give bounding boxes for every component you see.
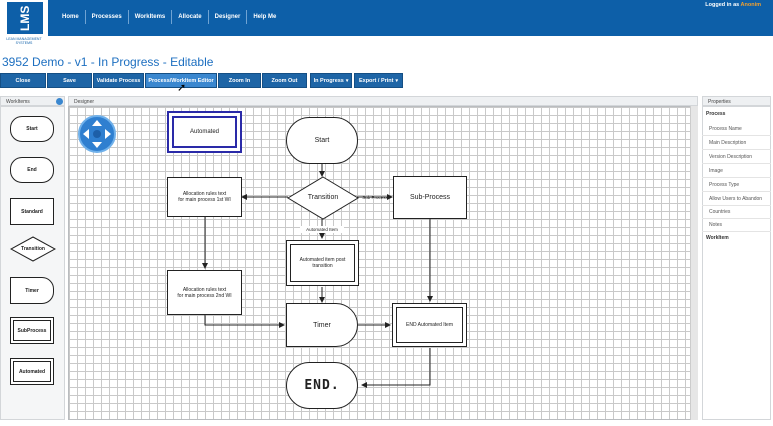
palette-automated[interactable]: Automated — [10, 358, 54, 385]
prop-version-description[interactable]: Version Description — [702, 151, 771, 164]
end-automated-node[interactable]: END Automated Item — [392, 303, 467, 347]
nav-designer[interactable]: Designer — [207, 10, 247, 24]
designer-scrollbar[interactable] — [690, 106, 698, 420]
designer-panel-title: Designer — [74, 99, 95, 105]
prop-allow-abandon[interactable]: Allow Users to Abandon — [702, 193, 771, 206]
palette-transition[interactable] — [10, 236, 56, 262]
pan-arrows-icon — [83, 120, 111, 148]
pan-navigation-icon[interactable] — [78, 115, 116, 153]
subprocess-node[interactable]: Sub-Process — [393, 176, 467, 219]
process-section-title: Process — [706, 111, 726, 117]
allocation-node-2-line1: Allocation rules text — [182, 286, 227, 293]
palette-standard[interactable]: Standard — [10, 198, 54, 225]
palette-start-label: Start — [26, 126, 38, 132]
nav-workitems[interactable]: WorkItems — [127, 10, 172, 24]
status-dropdown[interactable]: In Progress▾ — [310, 73, 352, 88]
transition-node[interactable] — [287, 176, 359, 220]
transition-diamond-shape — [10, 236, 56, 262]
properties-panel-header: Properties — [702, 96, 771, 106]
status-dropdown-label: In Progress — [313, 78, 344, 84]
workitems-panel-header: WorkItems — [0, 96, 65, 106]
palette-end[interactable]: End — [10, 157, 54, 183]
nav-allocate[interactable]: Allocate — [171, 10, 207, 24]
designer-toolbar: Close Save Validate Process Process/Work… — [0, 73, 773, 88]
automated-post-transition-node[interactable]: Automated item post transition — [286, 240, 359, 286]
zoom-in-button[interactable]: Zoom In — [218, 73, 261, 88]
nav-home[interactable]: Home — [62, 14, 79, 20]
start-node-label: Start — [314, 137, 330, 144]
export-print-label: Export / Print — [358, 78, 394, 84]
logged-in-label: Logged in as — [705, 2, 740, 8]
timer-node-label: Timer — [313, 321, 331, 329]
connector-alloc2-timer[interactable] — [204, 315, 285, 328]
designer-canvas[interactable] — [68, 106, 698, 420]
save-button[interactable]: Save — [47, 73, 92, 88]
validate-process-button[interactable]: Validate Process — [93, 73, 144, 88]
logged-in-user[interactable]: Anonim — [740, 2, 761, 8]
caret-down-icon: ▾ — [345, 78, 349, 84]
workitem-section-title: WorkItem — [706, 235, 729, 241]
palette-subprocess[interactable]: SubProcess — [10, 317, 54, 344]
zoom-out-button[interactable]: Zoom Out — [262, 73, 307, 88]
end-node[interactable]: END. — [286, 362, 358, 409]
timer-node[interactable]: Timer — [286, 303, 358, 347]
subprocess-node-label: Sub-Process — [409, 194, 451, 201]
caret-down-icon: ▾ — [395, 78, 399, 84]
designer-panel-header: Designer — [68, 96, 698, 106]
logo-subtitle: LEAN MANAGEMENT SYSTEMS — [6, 37, 42, 45]
main-nav: Home Processes WorkItems Allocate Design… — [56, 10, 282, 24]
palette-start[interactable]: Start — [10, 116, 54, 142]
palette-timer-label: Timer — [25, 287, 39, 294]
end-node-label: END. — [304, 378, 340, 393]
automated-post-line1: Automated item post — [299, 257, 346, 263]
panel-settings-icon[interactable] — [56, 98, 63, 105]
properties-panel-title: Properties — [708, 99, 731, 105]
nav-processes[interactable]: Processes — [84, 10, 128, 24]
prop-image[interactable]: Image — [702, 165, 771, 178]
mouse-pointer-icon: ➚ — [177, 82, 187, 94]
palette-timer[interactable]: Timer — [10, 277, 54, 304]
allocation-node-1-line2: for main process 1st WI — [178, 197, 231, 203]
allocation-node-2-line2: for main process 2nd WI — [177, 292, 232, 299]
automated-post-transition-inner: Automated item post transition — [290, 244, 355, 282]
end-automated-node-label: END Automated Item — [396, 307, 463, 343]
connector-end-automated-end[interactable] — [361, 348, 431, 388]
nav-help[interactable]: Help Me — [246, 10, 282, 24]
allocation-node-1[interactable]: Allocation rules text for main process 1… — [167, 177, 242, 217]
prop-countries[interactable]: Countries — [702, 206, 771, 219]
workitems-panel-title: WorkItems — [6, 99, 30, 105]
palette-end-label: End — [27, 167, 37, 173]
automated-item-connector-label: Automated Item — [300, 226, 344, 233]
automated-post-line2: transition — [312, 263, 333, 269]
lms-logo[interactable]: LMS LEAN MANAGEMENT SYSTEMS — [0, 0, 48, 52]
prop-process-type[interactable]: Process Type — [702, 179, 771, 192]
allocation-node-2[interactable]: Allocation rules text for main process 2… — [167, 270, 242, 315]
prop-notes[interactable]: Notes — [702, 219, 771, 232]
start-node[interactable]: Start — [286, 117, 358, 164]
properties-panel — [702, 106, 771, 420]
automated-node-label: Automated — [172, 116, 237, 148]
logged-in-status: Logged in as Anonim — [705, 2, 761, 8]
prop-main-description[interactable]: Main Description — [702, 137, 771, 150]
transition-node-shape — [287, 176, 359, 220]
sub-process-connector-label: Sub Process — [362, 194, 388, 200]
automated-node-selected[interactable]: Automated — [167, 111, 242, 153]
top-navigation-bar: Home Processes WorkItems Allocate Design… — [0, 0, 773, 36]
export-print-dropdown[interactable]: Export / Print▾ — [354, 73, 403, 88]
close-button[interactable]: Close — [0, 73, 46, 88]
prop-process-name[interactable]: Process Name — [702, 123, 771, 136]
process-workitem-editor-button[interactable]: Process/WorkItem Editor — [145, 73, 217, 88]
page-title: 3952 Demo - v1 - In Progress - Editable — [2, 55, 214, 69]
palette-standard-label: Standard — [21, 208, 43, 215]
allocation-node-1-line1: Allocation rules text — [182, 191, 227, 197]
